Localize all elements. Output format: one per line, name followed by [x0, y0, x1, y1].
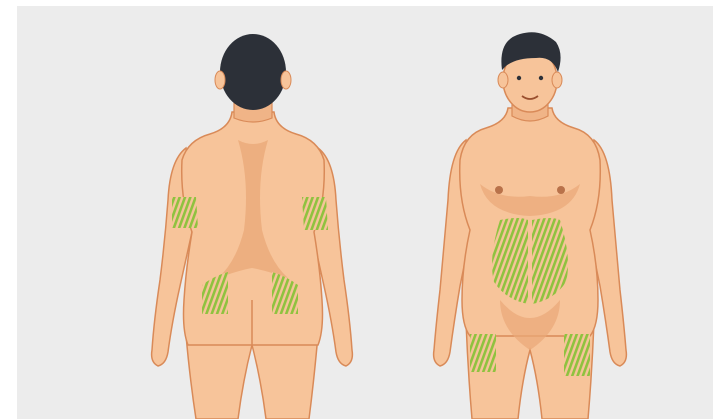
- injection-site-back-left-arm: [172, 197, 198, 228]
- injection-site-front-right-thigh: [564, 334, 590, 376]
- left-nipple: [495, 186, 503, 194]
- front-right-ear: [552, 72, 562, 88]
- injection-site-back-right-arm: [302, 197, 328, 230]
- left-eye: [517, 76, 521, 80]
- back-left-ear: [215, 71, 225, 89]
- back-head: [220, 34, 286, 110]
- right-eye: [539, 76, 543, 80]
- front-torso: [460, 108, 601, 336]
- injection-site-front-left-thigh: [470, 334, 496, 372]
- right-nipple: [557, 186, 565, 194]
- back-view-figure: [152, 34, 353, 419]
- front-view-figure: [434, 32, 627, 419]
- back-legs: [186, 335, 318, 419]
- back-right-ear: [281, 71, 291, 89]
- front-left-ear: [498, 72, 508, 88]
